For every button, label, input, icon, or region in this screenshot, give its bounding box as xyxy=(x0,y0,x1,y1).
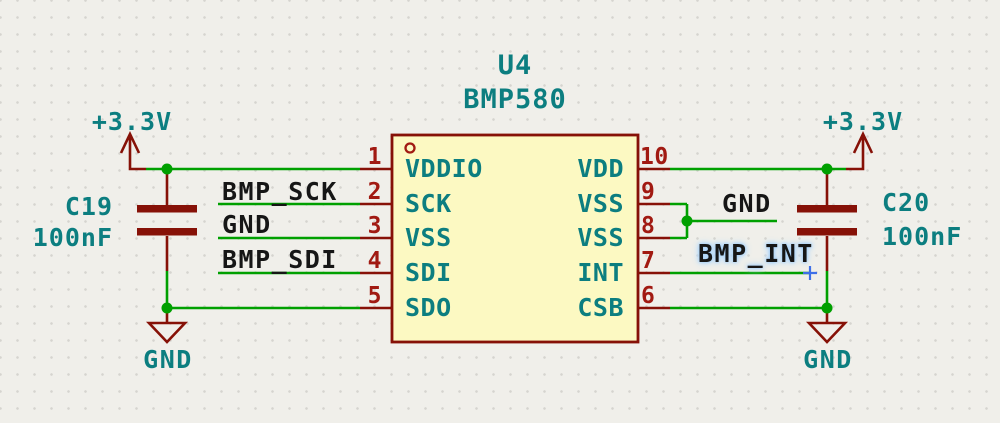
gnd-label-bottom-right[interactable]: GND xyxy=(803,345,853,374)
net-label-bmp-int[interactable]: BMP_INT xyxy=(698,239,814,268)
c20-value[interactable]: 100nF xyxy=(882,222,963,251)
wire-end-cross-icon xyxy=(803,266,817,280)
c20-reference[interactable]: C20 xyxy=(882,188,931,217)
pin-2-name: SCK xyxy=(405,189,452,218)
power-label-3v3-right[interactable]: +3.3V xyxy=(822,107,904,136)
pin-4-name: SDI xyxy=(405,258,452,287)
c19-value[interactable]: 100nF xyxy=(32,223,113,252)
pin-7-number: 7 xyxy=(641,248,656,274)
pin-3-name: VSS xyxy=(405,223,452,252)
pin-10-name: VDD xyxy=(577,154,624,183)
pin-5-number: 5 xyxy=(367,283,382,309)
pin-6-number: 6 xyxy=(641,283,656,309)
pin-8-name: VSS xyxy=(577,223,624,252)
pin1-indicator-circle xyxy=(404,142,416,154)
power-label-3v3-left[interactable]: +3.3V xyxy=(91,107,173,136)
junction-dot[interactable] xyxy=(821,302,833,314)
power-arrow-left-icon[interactable] xyxy=(119,130,146,171)
ic-value[interactable]: BMP580 xyxy=(463,84,567,115)
pin-9-number: 9 xyxy=(641,179,656,205)
net-label-gnd-right[interactable]: GND xyxy=(722,189,772,218)
pin-1-name: VDDIO xyxy=(405,154,483,183)
junction-dot[interactable] xyxy=(681,215,693,227)
power-arrow-right-icon[interactable] xyxy=(846,130,874,171)
capacitor-c20[interactable] xyxy=(797,169,857,271)
pin-3-number: 3 xyxy=(367,213,382,239)
pin-7-name: INT xyxy=(577,258,624,287)
pin-6-name: CSB xyxy=(577,293,624,322)
pin-8-number: 8 xyxy=(641,213,656,239)
pin-9-name: VSS xyxy=(577,189,624,218)
ic-body[interactable] xyxy=(390,133,640,344)
pin-1-number: 1 xyxy=(367,144,382,170)
pin-10-number: 10 xyxy=(640,144,669,170)
net-label-bmp-sck[interactable]: BMP_SCK xyxy=(222,177,338,206)
net-label-bmp-sdi[interactable]: BMP_SDI xyxy=(222,245,338,274)
pin-2-number: 2 xyxy=(367,179,382,205)
gnd-label-bottom-left[interactable]: GND xyxy=(143,345,193,374)
capacitor-c19[interactable] xyxy=(137,169,197,271)
pin-5-name: SDO xyxy=(405,293,452,322)
pin-4-number: 4 xyxy=(367,248,382,274)
junction-dot[interactable] xyxy=(161,302,173,314)
ic-reference[interactable]: U4 xyxy=(497,50,533,81)
net-label-gnd-left[interactable]: GND xyxy=(222,210,272,239)
junction-dot[interactable] xyxy=(161,163,173,175)
c19-reference[interactable]: C19 xyxy=(64,192,113,221)
junction-dot[interactable] xyxy=(821,163,833,175)
